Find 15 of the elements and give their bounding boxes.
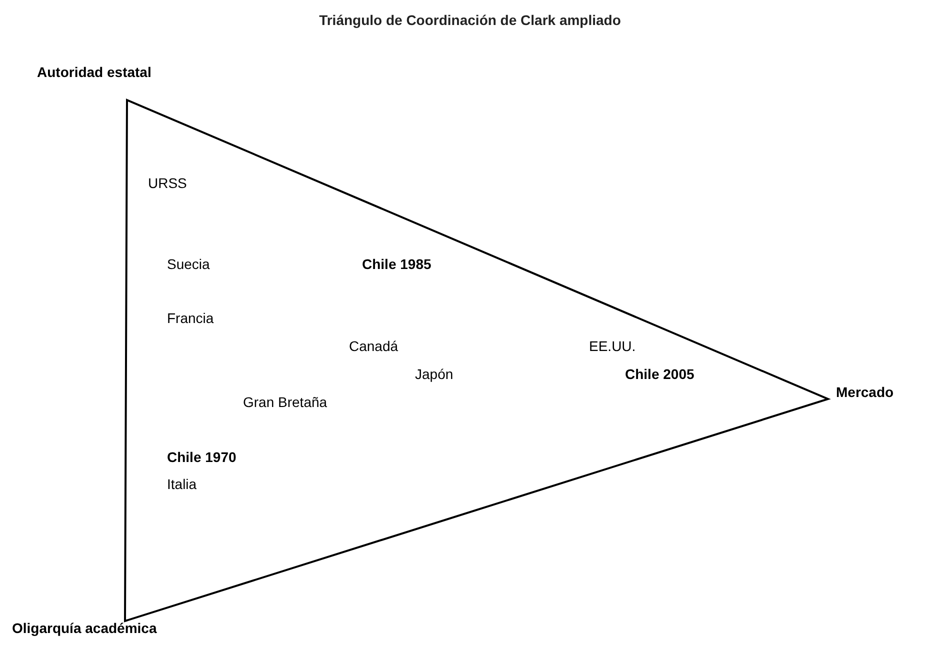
country-label: EE.UU. — [589, 338, 636, 354]
country-label: Chile 2005 — [625, 366, 694, 382]
country-label: Italia — [167, 476, 197, 492]
country-label: Chile 1970 — [167, 449, 236, 465]
country-label: Chile 1985 — [362, 256, 432, 272]
corner-label: Autoridad estatal — [37, 64, 152, 80]
country-label: Japón — [415, 366, 454, 382]
country-label: Francia — [167, 310, 214, 326]
corner-label: Mercado — [836, 384, 894, 400]
country-label: Suecia — [167, 256, 210, 272]
country-label: Gran Bretaña — [243, 394, 328, 410]
country-label: Canadá — [349, 338, 398, 354]
corner-label: Oligarquía académica — [12, 620, 157, 636]
diagram-title: Triángulo de Coordinación de Clark ampliado — [318, 11, 622, 30]
country-label: URSS — [148, 175, 187, 191]
